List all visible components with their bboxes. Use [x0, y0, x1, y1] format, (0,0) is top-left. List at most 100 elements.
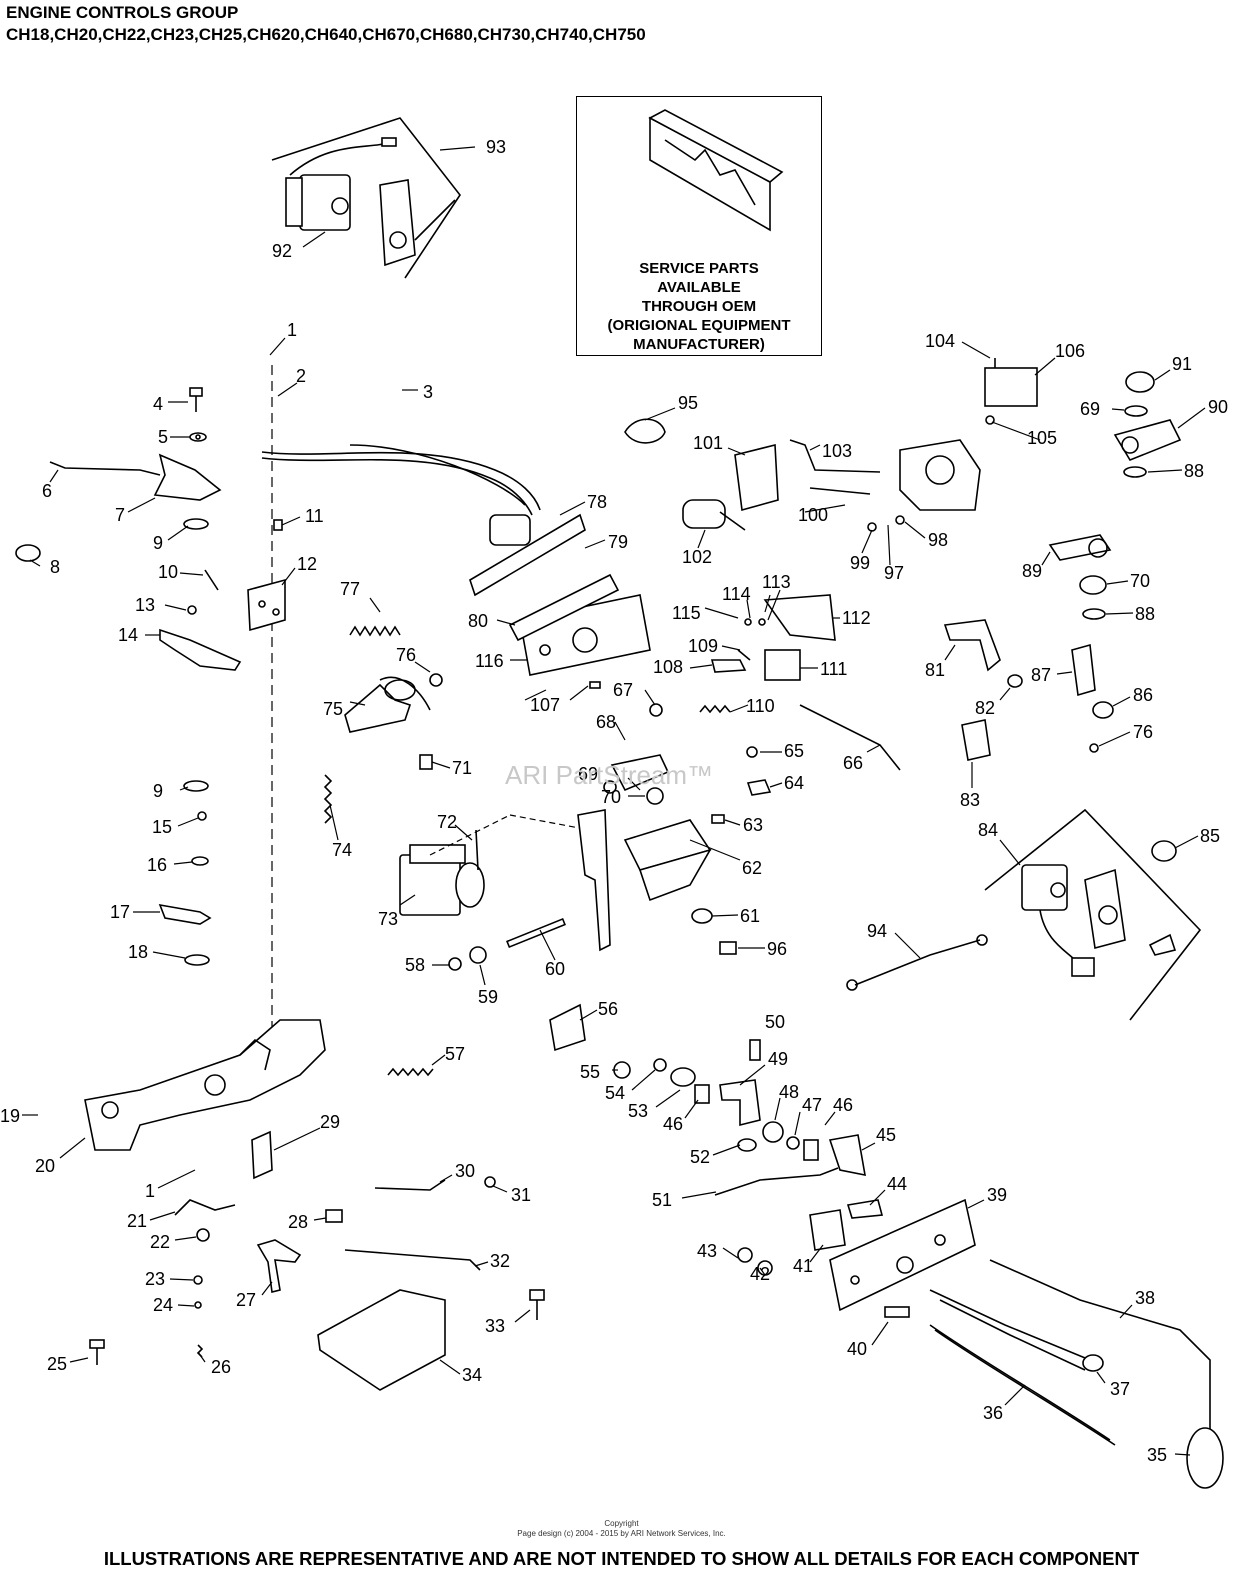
callout-15: 15 — [152, 817, 172, 837]
callout-20: 20 — [35, 1156, 55, 1176]
callout-50: 50 — [765, 1012, 785, 1032]
part-plate-116 — [508, 573, 651, 676]
part-misc-lower-left — [89, 1067, 545, 1391]
diagram-title-block: ENGINE CONTROLS GROUP CH18,CH20,CH22,CH2… — [6, 2, 646, 46]
callout-106: 106 — [1055, 341, 1085, 361]
callout-108: 108 — [653, 657, 683, 677]
callout-111: 111 — [820, 659, 847, 679]
callout-103: 103 — [822, 441, 852, 461]
callout-107: 107 — [530, 695, 560, 715]
callout-82: 82 — [975, 698, 995, 718]
callout-97: 97 — [884, 563, 904, 583]
part-carburetor-assembly — [624, 358, 1038, 532]
part-stepper-kit-93 — [271, 117, 461, 279]
watermark: ARI PartStream™ — [505, 760, 714, 790]
copyright-line-2: Page design (c) 2004 - 2015 by ARI Netwo… — [517, 1529, 726, 1538]
callout-80: 80 — [468, 611, 488, 631]
oem-note-line-1: SERVICE PARTS — [639, 260, 759, 277]
callout-70: 70 — [601, 787, 621, 807]
part-bracket-12 — [247, 519, 286, 632]
callout-72: 72 — [437, 812, 457, 832]
callout-44: 44 — [887, 1174, 907, 1194]
part-bracket-62 — [506, 809, 712, 952]
oem-service-parts-box: SERVICE PARTS AVAILABLE THROUGH OEM (ORI… — [576, 96, 822, 356]
callout-26: 26 — [211, 1357, 231, 1377]
callout-36: 36 — [983, 1403, 1003, 1423]
callout-49: 49 — [768, 1049, 788, 1069]
copyright-notice: Copyright Page design (c) 2004 - 2015 by… — [0, 1519, 1243, 1539]
callout-17: 17 — [110, 902, 130, 922]
callout-87: 87 — [1031, 665, 1051, 685]
callout-38: 38 — [1135, 1288, 1155, 1308]
callout-105: 105 — [1027, 428, 1057, 448]
callout-56: 56 — [598, 999, 618, 1019]
oem-note-line-4: (ORIGIONAL EQUIPMENT — [607, 317, 791, 334]
callout-71: 71 — [452, 758, 472, 778]
callout-numbers: 1 2 3 4 5 6 7 8 9 10 11 12 13 14 9 15 16… — [0, 137, 1228, 1465]
callout-32: 32 — [490, 1251, 510, 1271]
part-springs — [323, 625, 431, 824]
part-right-brackets — [943, 371, 1182, 862]
oem-note-line-5: MANUFACTURER) — [633, 336, 765, 353]
callout-78: 78 — [587, 492, 607, 512]
oem-note-line-3: THROUGH OEM — [641, 298, 757, 315]
callout-115: 115 — [672, 603, 701, 623]
callout-19: 19 — [0, 1106, 20, 1126]
callout-23: 23 — [145, 1269, 165, 1289]
callout-76b: 76 — [1133, 722, 1153, 742]
callout-61: 61 — [740, 906, 760, 926]
callout-9: 9 — [153, 533, 163, 553]
callout-37: 37 — [1110, 1379, 1130, 1399]
callout-12: 12 — [297, 554, 317, 574]
callout-66: 66 — [843, 753, 863, 773]
callout-47: 47 — [802, 1095, 822, 1115]
callout-30: 30 — [455, 1161, 475, 1181]
leader-lines — [22, 146, 1206, 1456]
callout-11: 11 — [305, 506, 324, 526]
callout-116: 116 — [475, 651, 504, 671]
disclaimer-footer: ILLUSTRATIONS ARE REPRESENTATIVE AND ARE… — [103, 1548, 1140, 1569]
copyright-line-1: Copyright — [604, 1519, 639, 1528]
callout-81: 81 — [925, 660, 945, 680]
callout-29: 29 — [320, 1112, 340, 1132]
callout-55: 55 — [580, 1062, 600, 1082]
callout-13: 13 — [135, 595, 155, 615]
callout-6: 6 — [42, 481, 52, 501]
callout-60: 60 — [545, 959, 565, 979]
callout-75: 75 — [323, 699, 343, 719]
callout-46b: 46 — [663, 1114, 683, 1134]
callout-70b: 70 — [1130, 571, 1150, 591]
callout-76: 76 — [396, 645, 416, 665]
callout-100: 100 — [798, 505, 828, 525]
callout-99: 99 — [850, 553, 870, 573]
part-stepper-kit-84 — [846, 808, 1202, 1021]
callout-34: 34 — [462, 1365, 482, 1385]
callout-109: 109 — [688, 636, 718, 656]
oem-note: SERVICE PARTS AVAILABLE THROUGH OEM (ORI… — [577, 259, 821, 354]
callout-77: 77 — [340, 579, 360, 599]
callout-52: 52 — [690, 1147, 710, 1167]
callout-62: 62 — [742, 858, 762, 878]
callout-64: 64 — [784, 773, 804, 793]
callout-73: 73 — [378, 909, 398, 929]
callout-45: 45 — [876, 1125, 896, 1145]
callout-57: 57 — [445, 1044, 465, 1064]
callout-96: 96 — [767, 939, 787, 959]
callout-4: 4 — [153, 394, 163, 414]
callout-59: 59 — [478, 987, 498, 1007]
oem-note-line-2: AVAILABLE — [657, 279, 741, 296]
callout-110: 110 — [746, 696, 775, 716]
callout-35: 35 — [1147, 1445, 1167, 1465]
callout-31: 31 — [511, 1185, 531, 1205]
callout-94: 94 — [867, 921, 887, 941]
callout-24: 24 — [153, 1295, 173, 1315]
callout-112: 112 — [842, 608, 871, 628]
callout-39: 39 — [987, 1185, 1007, 1205]
callout-84: 84 — [978, 820, 998, 840]
callout-28: 28 — [288, 1212, 308, 1232]
part-oem-bracket — [648, 109, 784, 232]
callout-10: 10 — [158, 562, 178, 582]
callout-74: 74 — [332, 840, 352, 860]
callout-83: 83 — [960, 790, 980, 810]
callout-86: 86 — [1133, 685, 1153, 705]
